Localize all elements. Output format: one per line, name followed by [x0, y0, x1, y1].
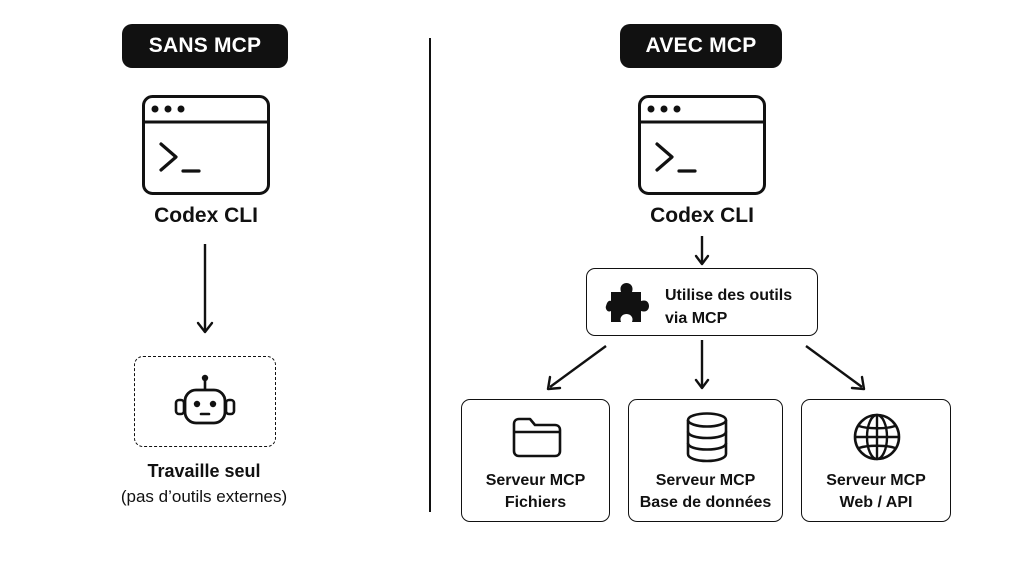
globe-icon: [853, 413, 901, 461]
agent-box: [134, 356, 276, 447]
server-web-line1: Serveur MCP: [826, 472, 926, 489]
panel-divider: [429, 38, 431, 512]
terminal-icon: [142, 95, 270, 195]
arrow-to-files-icon: [546, 345, 607, 391]
branch-arrows: [546, 340, 866, 391]
server-files-box: Serveur MCP Fichiers: [461, 399, 610, 522]
arrow-to-database-icon: [694, 340, 710, 390]
arrow-down-icon: [196, 244, 214, 334]
puzzle-icon: [605, 283, 649, 322]
server-files-line1: Serveur MCP: [485, 472, 586, 489]
left-app-label: Codex CLI: [154, 204, 258, 227]
server-files-line2: Fichiers: [504, 494, 567, 511]
right-app-label: Codex CLI: [650, 204, 754, 227]
terminal-icon: [638, 95, 766, 195]
mcp-tools-box: Utilise des outils via MCP: [586, 268, 818, 336]
mcp-box-line2: via MCP: [665, 310, 728, 327]
server-database-line2: Base de données: [639, 494, 772, 511]
sans-mcp-badge-label: SANS MCP: [148, 34, 262, 57]
arrow-to-web-icon: [805, 345, 866, 391]
mcp-box-text: Utilise des outils via MCP: [665, 284, 792, 330]
folder-icon: [512, 417, 562, 458]
robot-icon: [174, 374, 236, 425]
agent-subtitle: (pas d’outils externes): [120, 487, 288, 506]
sans-mcp-badge: SANS MCP: [122, 24, 288, 68]
avec-mcp-badge-label: AVEC MCP: [645, 34, 757, 57]
server-web-box: Serveur MCP Web / API: [801, 399, 951, 522]
server-database-line1: Serveur MCP: [655, 472, 756, 489]
database-icon: [686, 412, 728, 463]
avec-mcp-badge: AVEC MCP: [620, 24, 782, 68]
server-database-box: Serveur MCP Base de données: [628, 399, 783, 522]
mcp-box-line1: Utilise des outils: [665, 287, 793, 304]
server-web-line2: Web / API: [839, 494, 913, 511]
arrow-down-icon: [694, 236, 710, 266]
agent-title: Travaille seul: [147, 461, 261, 481]
